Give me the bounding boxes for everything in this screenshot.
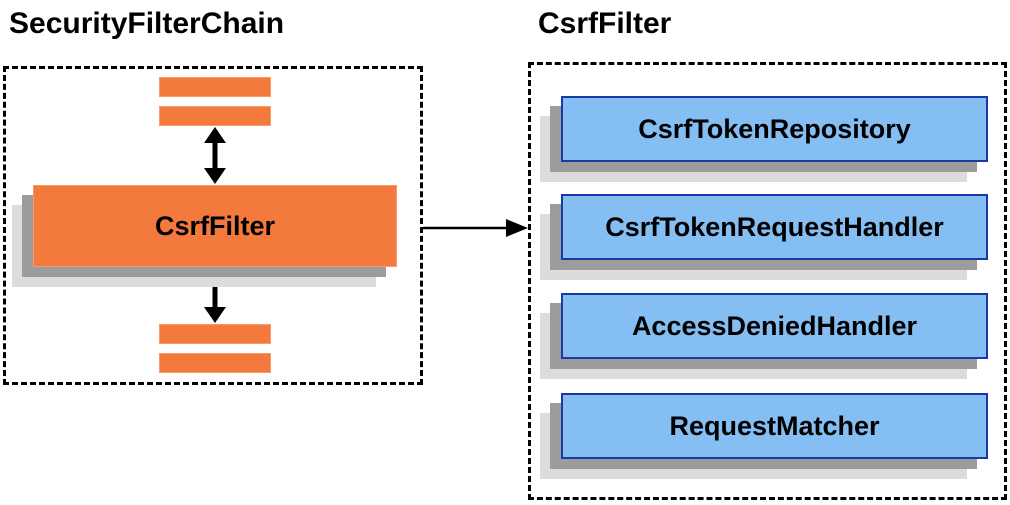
csrf-filter-container [528, 62, 1007, 500]
filter-stub-bar [159, 353, 271, 373]
security-filter-chain-title: SecurityFilterChain [9, 7, 285, 40]
double-arrow-icon [204, 127, 226, 184]
csrf-filter-box: CsrfFilter [12, 185, 397, 287]
filter-stub-bar [159, 106, 271, 126]
component-box-csrf-token-request-handler: CsrfTokenRequestHandler [540, 194, 988, 280]
filter-stub-bar [159, 77, 271, 97]
security-filter-chain-container [3, 66, 423, 385]
component-label: AccessDeniedHandler [561, 293, 988, 359]
component-box-request-matcher: RequestMatcher [540, 393, 988, 479]
component-box-csrf-token-repository: CsrfTokenRepository [540, 96, 988, 182]
csrf-filter-title: CsrfFilter [538, 7, 672, 40]
component-label: CsrfTokenRequestHandler [561, 194, 988, 260]
filter-stub-bar [159, 324, 271, 344]
reference-arrow-icon [423, 219, 528, 237]
component-box-access-denied-handler: AccessDeniedHandler [540, 293, 988, 379]
csrf-filter-box-label: CsrfFilter [33, 185, 397, 267]
component-label: RequestMatcher [561, 393, 988, 459]
component-label: CsrfTokenRepository [561, 96, 988, 162]
